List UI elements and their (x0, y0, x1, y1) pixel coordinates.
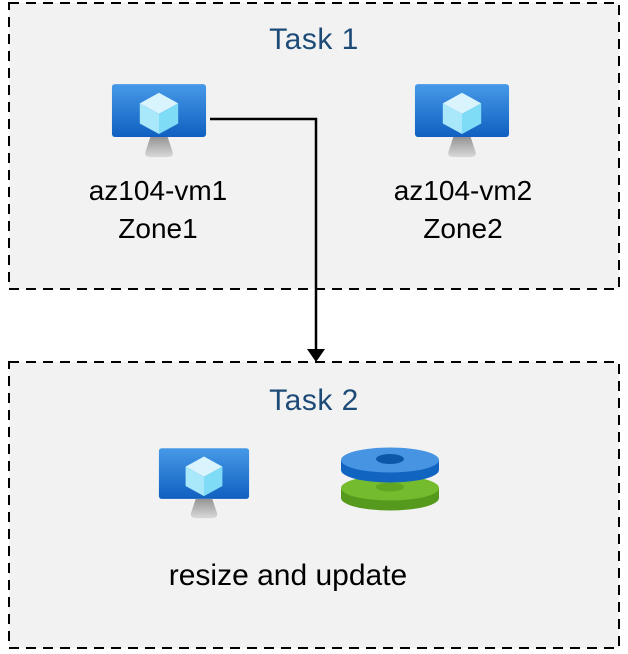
task1-title: Task 1 (269, 23, 359, 56)
virtual-machine-icon (158, 448, 250, 519)
vm2-zone: Zone2 (423, 213, 503, 244)
virtual-machine-icon (414, 84, 510, 158)
managed-disks-icon (341, 447, 439, 511)
task2-caption: resize and update (168, 559, 408, 592)
vm1-zone: Zone1 (118, 213, 198, 244)
virtual-machine-icon (111, 84, 207, 158)
task2-box (8, 361, 620, 649)
task2-title: Task 2 (269, 384, 359, 417)
vm1-label: az104-vm1 Zone1 (48, 172, 268, 248)
vm2-label: az104-vm2 Zone2 (353, 172, 573, 248)
task2-dashed-border (8, 361, 620, 649)
vm2-name: az104-vm2 (393, 175, 533, 206)
vm1-name: az104-vm1 (88, 175, 228, 206)
